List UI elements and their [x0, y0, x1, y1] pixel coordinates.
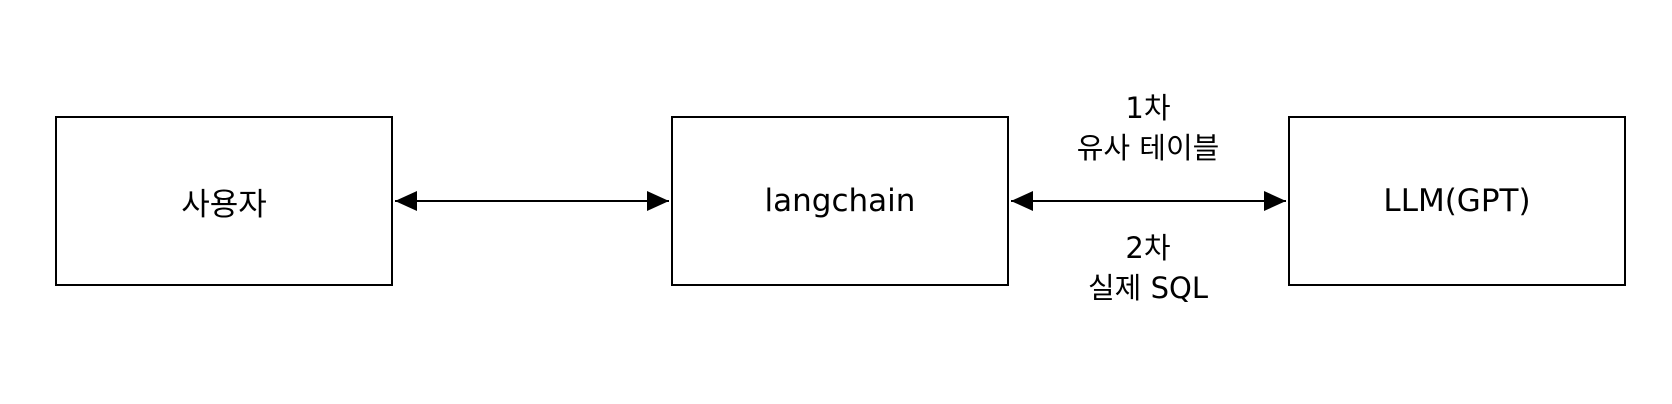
- edge-user-langchain: [395, 191, 669, 211]
- arrowhead-left-icon: [395, 191, 417, 211]
- arrowhead-left-icon: [1011, 191, 1033, 211]
- node-langchain-label: langchain: [764, 183, 916, 219]
- node-llm: LLM(GPT): [1288, 116, 1626, 286]
- node-llm-label: LLM(GPT): [1383, 183, 1531, 219]
- edge-label-second-step-line2: 실제 SQL: [1088, 271, 1208, 305]
- arrowhead-right-icon: [1264, 191, 1286, 211]
- edge-label-first-step-line2: 유사 테이블: [1076, 131, 1220, 165]
- edge-langchain-llm: [1011, 191, 1286, 211]
- node-user: 사용자: [55, 116, 393, 286]
- edge-label-second-step: 2차 실제 SQL: [1040, 228, 1256, 308]
- edge-label-first-step: 1차 유사 테이블: [1040, 88, 1256, 168]
- edge-label-second-step-line1: 2차: [1125, 231, 1171, 265]
- arrowhead-right-icon: [647, 191, 669, 211]
- node-user-label: 사용자: [181, 186, 267, 223]
- node-langchain: langchain: [671, 116, 1009, 286]
- edge-label-first-step-line1: 1차: [1125, 91, 1171, 125]
